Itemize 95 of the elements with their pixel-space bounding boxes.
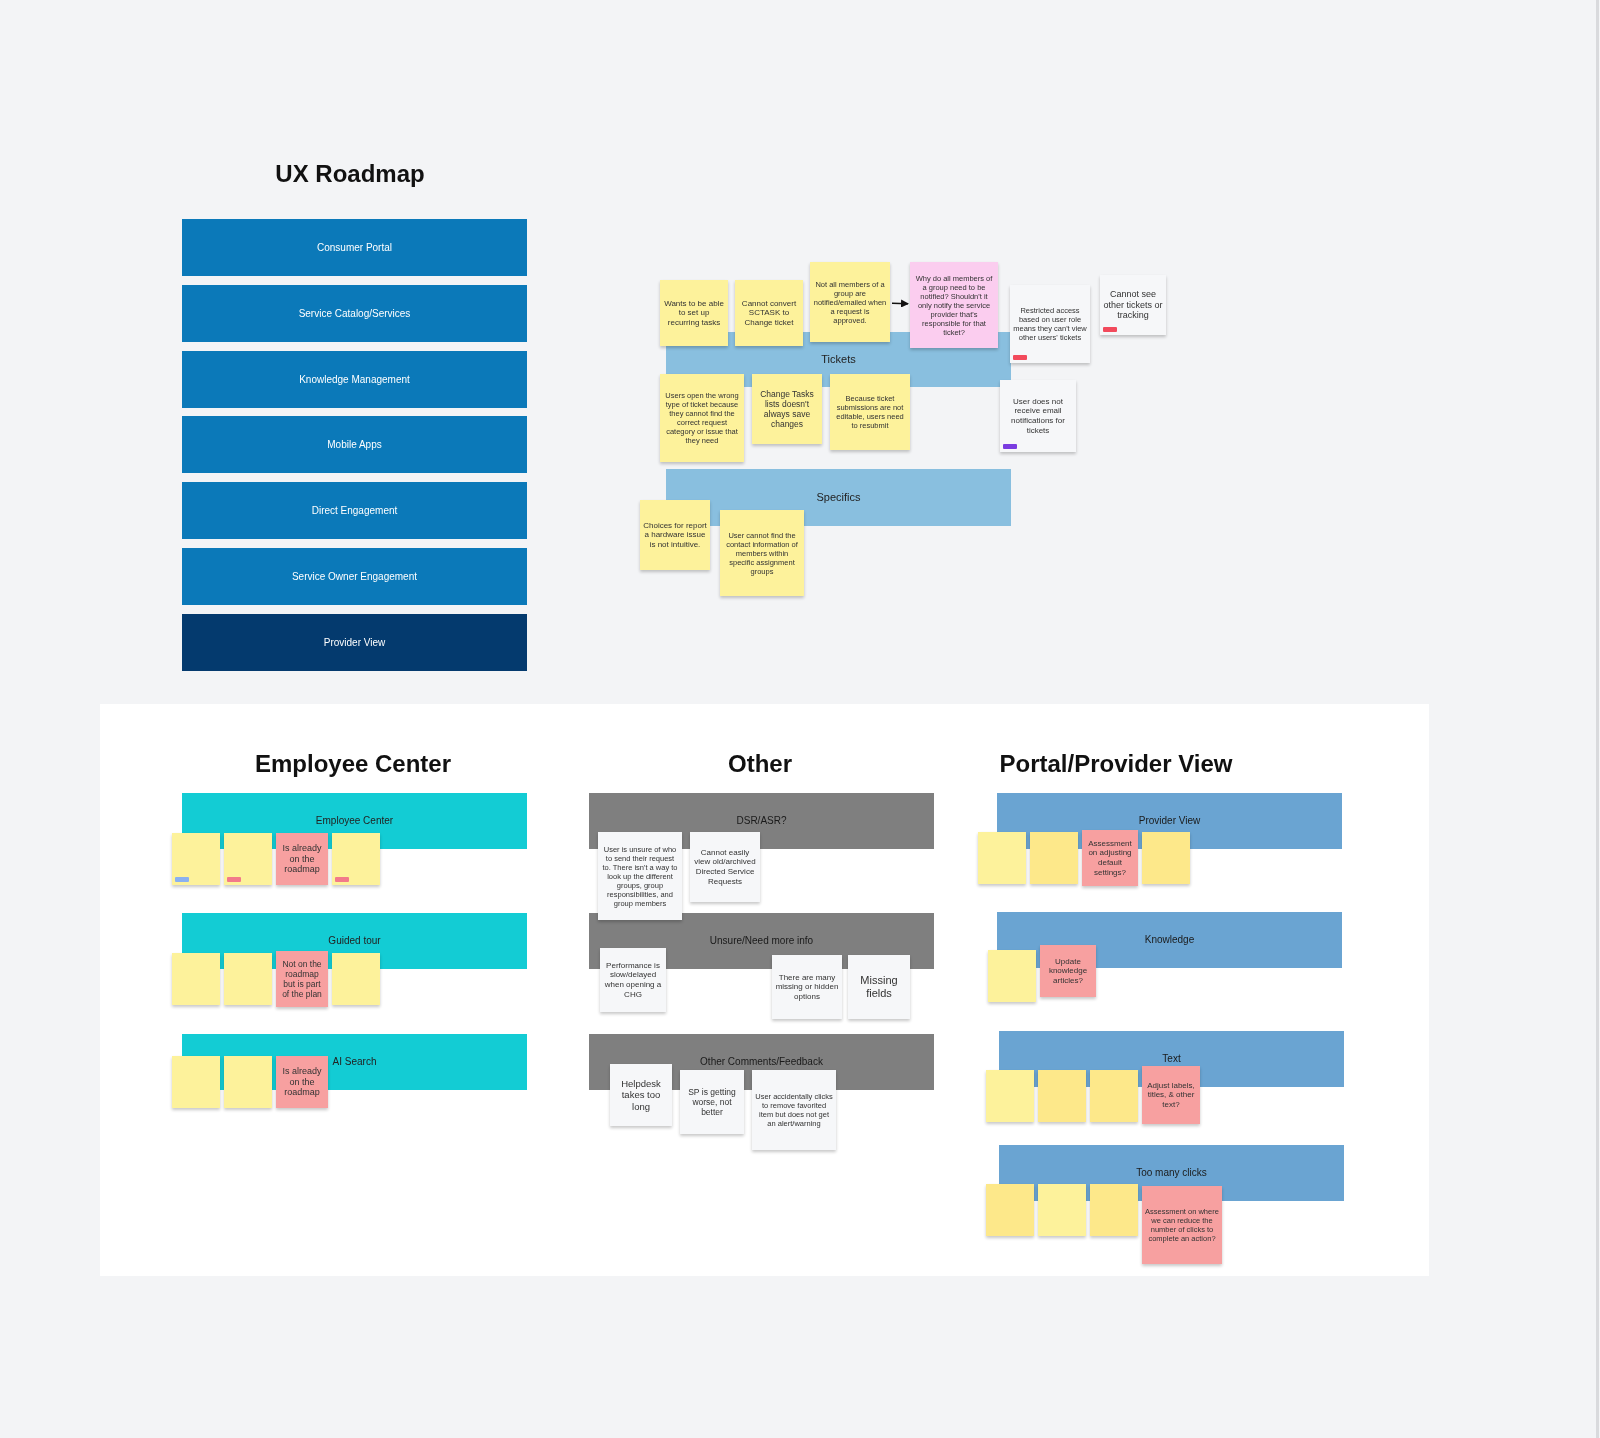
sticky-text: User does not receive email notifications for tickets — [1010, 396, 1066, 436]
sticky-text: Choices for report a hardware issue is not intuitive. — [643, 520, 707, 550]
sticky-note — [276, 951, 328, 1007]
category-bar — [182, 351, 527, 408]
sticky-text: Missing fields — [859, 973, 899, 1001]
sticky-note — [660, 374, 744, 462]
bar-label: Consumer Portal — [317, 241, 392, 254]
category-bar — [997, 912, 1342, 968]
bar-label: Unsure/Need more info — [709, 935, 814, 947]
sticky-note — [1038, 1070, 1086, 1122]
sticky-note — [735, 280, 803, 346]
sticky-text: Helpdesk takes too long — [620, 1077, 662, 1113]
sticky-note — [172, 1056, 220, 1108]
sticky-note — [172, 953, 220, 1005]
sticky-note — [680, 1070, 744, 1134]
sticky-note — [172, 833, 220, 885]
sticky-note — [598, 832, 682, 920]
sticky-text: Is already on the roadmap — [281, 842, 323, 876]
sticky-note — [1142, 832, 1190, 884]
sticky-note — [1082, 830, 1138, 886]
title: UX Roadmap — [274, 160, 426, 188]
sticky-note — [224, 1056, 272, 1108]
bar-label: Too many clicks — [1136, 1167, 1207, 1179]
sticky-note — [1010, 285, 1090, 363]
sticky-text: Not on the roadmap but is part of the plan — [281, 958, 323, 1000]
sticky-note — [1000, 380, 1076, 452]
sticky-note — [986, 1184, 1034, 1236]
bar-label: Provider View — [323, 636, 386, 649]
section-heading: Employee Center — [253, 750, 453, 778]
sticky-note — [1100, 275, 1166, 335]
bar-label: Knowledge — [1144, 934, 1195, 946]
sticky-note — [332, 953, 380, 1005]
bar-label: Knowledge Management — [299, 373, 410, 386]
sticky-note — [1038, 1184, 1086, 1236]
sticky-note — [772, 955, 842, 1019]
bar-label: Mobile Apps — [327, 438, 382, 451]
sticky-text: Adjust labels, titles, & other text? — [1146, 1080, 1196, 1110]
sticky-note — [910, 262, 998, 348]
sticky-note — [660, 280, 728, 346]
category-bar — [182, 416, 527, 473]
sticky-note — [986, 1070, 1034, 1122]
sticky-note — [978, 832, 1026, 884]
sticky-note — [1090, 1070, 1138, 1122]
bar-label: Provider View — [1138, 815, 1201, 827]
section-heading: Portal/Provider View — [998, 750, 1234, 778]
sticky-text: Cannot convert SCTASK to Change ticket — [740, 298, 798, 328]
sticky-note — [1142, 1066, 1200, 1124]
sticky-note — [752, 374, 822, 444]
bar-label: Service Owner Engagement — [291, 570, 418, 583]
sticky-note — [1040, 945, 1096, 997]
sticky-note — [720, 510, 804, 596]
sticky-note — [600, 948, 666, 1012]
sticky-note — [276, 1056, 328, 1108]
sticky-note — [848, 955, 910, 1019]
sticky-note — [224, 833, 272, 885]
sticky-text: There are many missing or hidden options — [775, 972, 839, 1002]
bar-label: AI Search — [332, 1056, 377, 1068]
bar-label: Other Comments/Feedback — [700, 1056, 823, 1068]
sticky-note — [332, 833, 380, 885]
sticky-note — [1090, 1184, 1138, 1236]
bar-label: Employee Center — [315, 815, 394, 827]
band-label: Specifics — [816, 490, 861, 505]
sticky-text: Change Tasks lists doesn't always save changes — [759, 388, 815, 430]
sticky-note — [1142, 1186, 1222, 1264]
sticky-note — [276, 833, 328, 885]
sticky-note — [1030, 832, 1078, 884]
sticky-text: Performance is slow/delayed when opening a CHG — [603, 960, 663, 1000]
bar-label: Guided tour — [328, 935, 381, 947]
sticky-note — [988, 950, 1036, 1002]
bar-label: Text — [1162, 1053, 1181, 1065]
sticky-note — [224, 953, 272, 1005]
sticky-text: Is already on the roadmap — [281, 1065, 323, 1099]
category-bar — [182, 548, 527, 605]
bar-label: DSR/ASR? — [736, 815, 787, 827]
band-label: Tickets — [821, 352, 856, 367]
sticky-text: Update knowledge articles? — [1047, 956, 1089, 986]
arrow — [891, 299, 909, 308]
sticky-note — [810, 262, 890, 342]
sticky-text: Assessment on adjusting default settings? — [1087, 838, 1133, 878]
sticky-note — [610, 1064, 672, 1126]
sticky-note — [690, 832, 760, 902]
sticky-text: SP is getting worse, not better — [687, 1086, 737, 1118]
sticky-note — [640, 500, 710, 570]
category-bar — [182, 482, 527, 539]
category-bar — [182, 614, 527, 671]
sticky-text: Cannot easily view old/archived Directed Service Requests — [693, 847, 757, 887]
category-bar — [182, 219, 527, 276]
bar-label: Direct Engagement — [311, 504, 398, 517]
sticky-note — [752, 1070, 836, 1150]
sticky-note — [830, 374, 910, 450]
sticky-text: Cannot see other tickets or tracking — [1103, 288, 1163, 322]
sticky-text: Wants to be able to set up recurring tasks — [663, 298, 725, 328]
bar-label: Service Catalog/Services — [298, 307, 411, 320]
category-bar — [182, 285, 527, 342]
section-heading: Other — [727, 750, 793, 778]
